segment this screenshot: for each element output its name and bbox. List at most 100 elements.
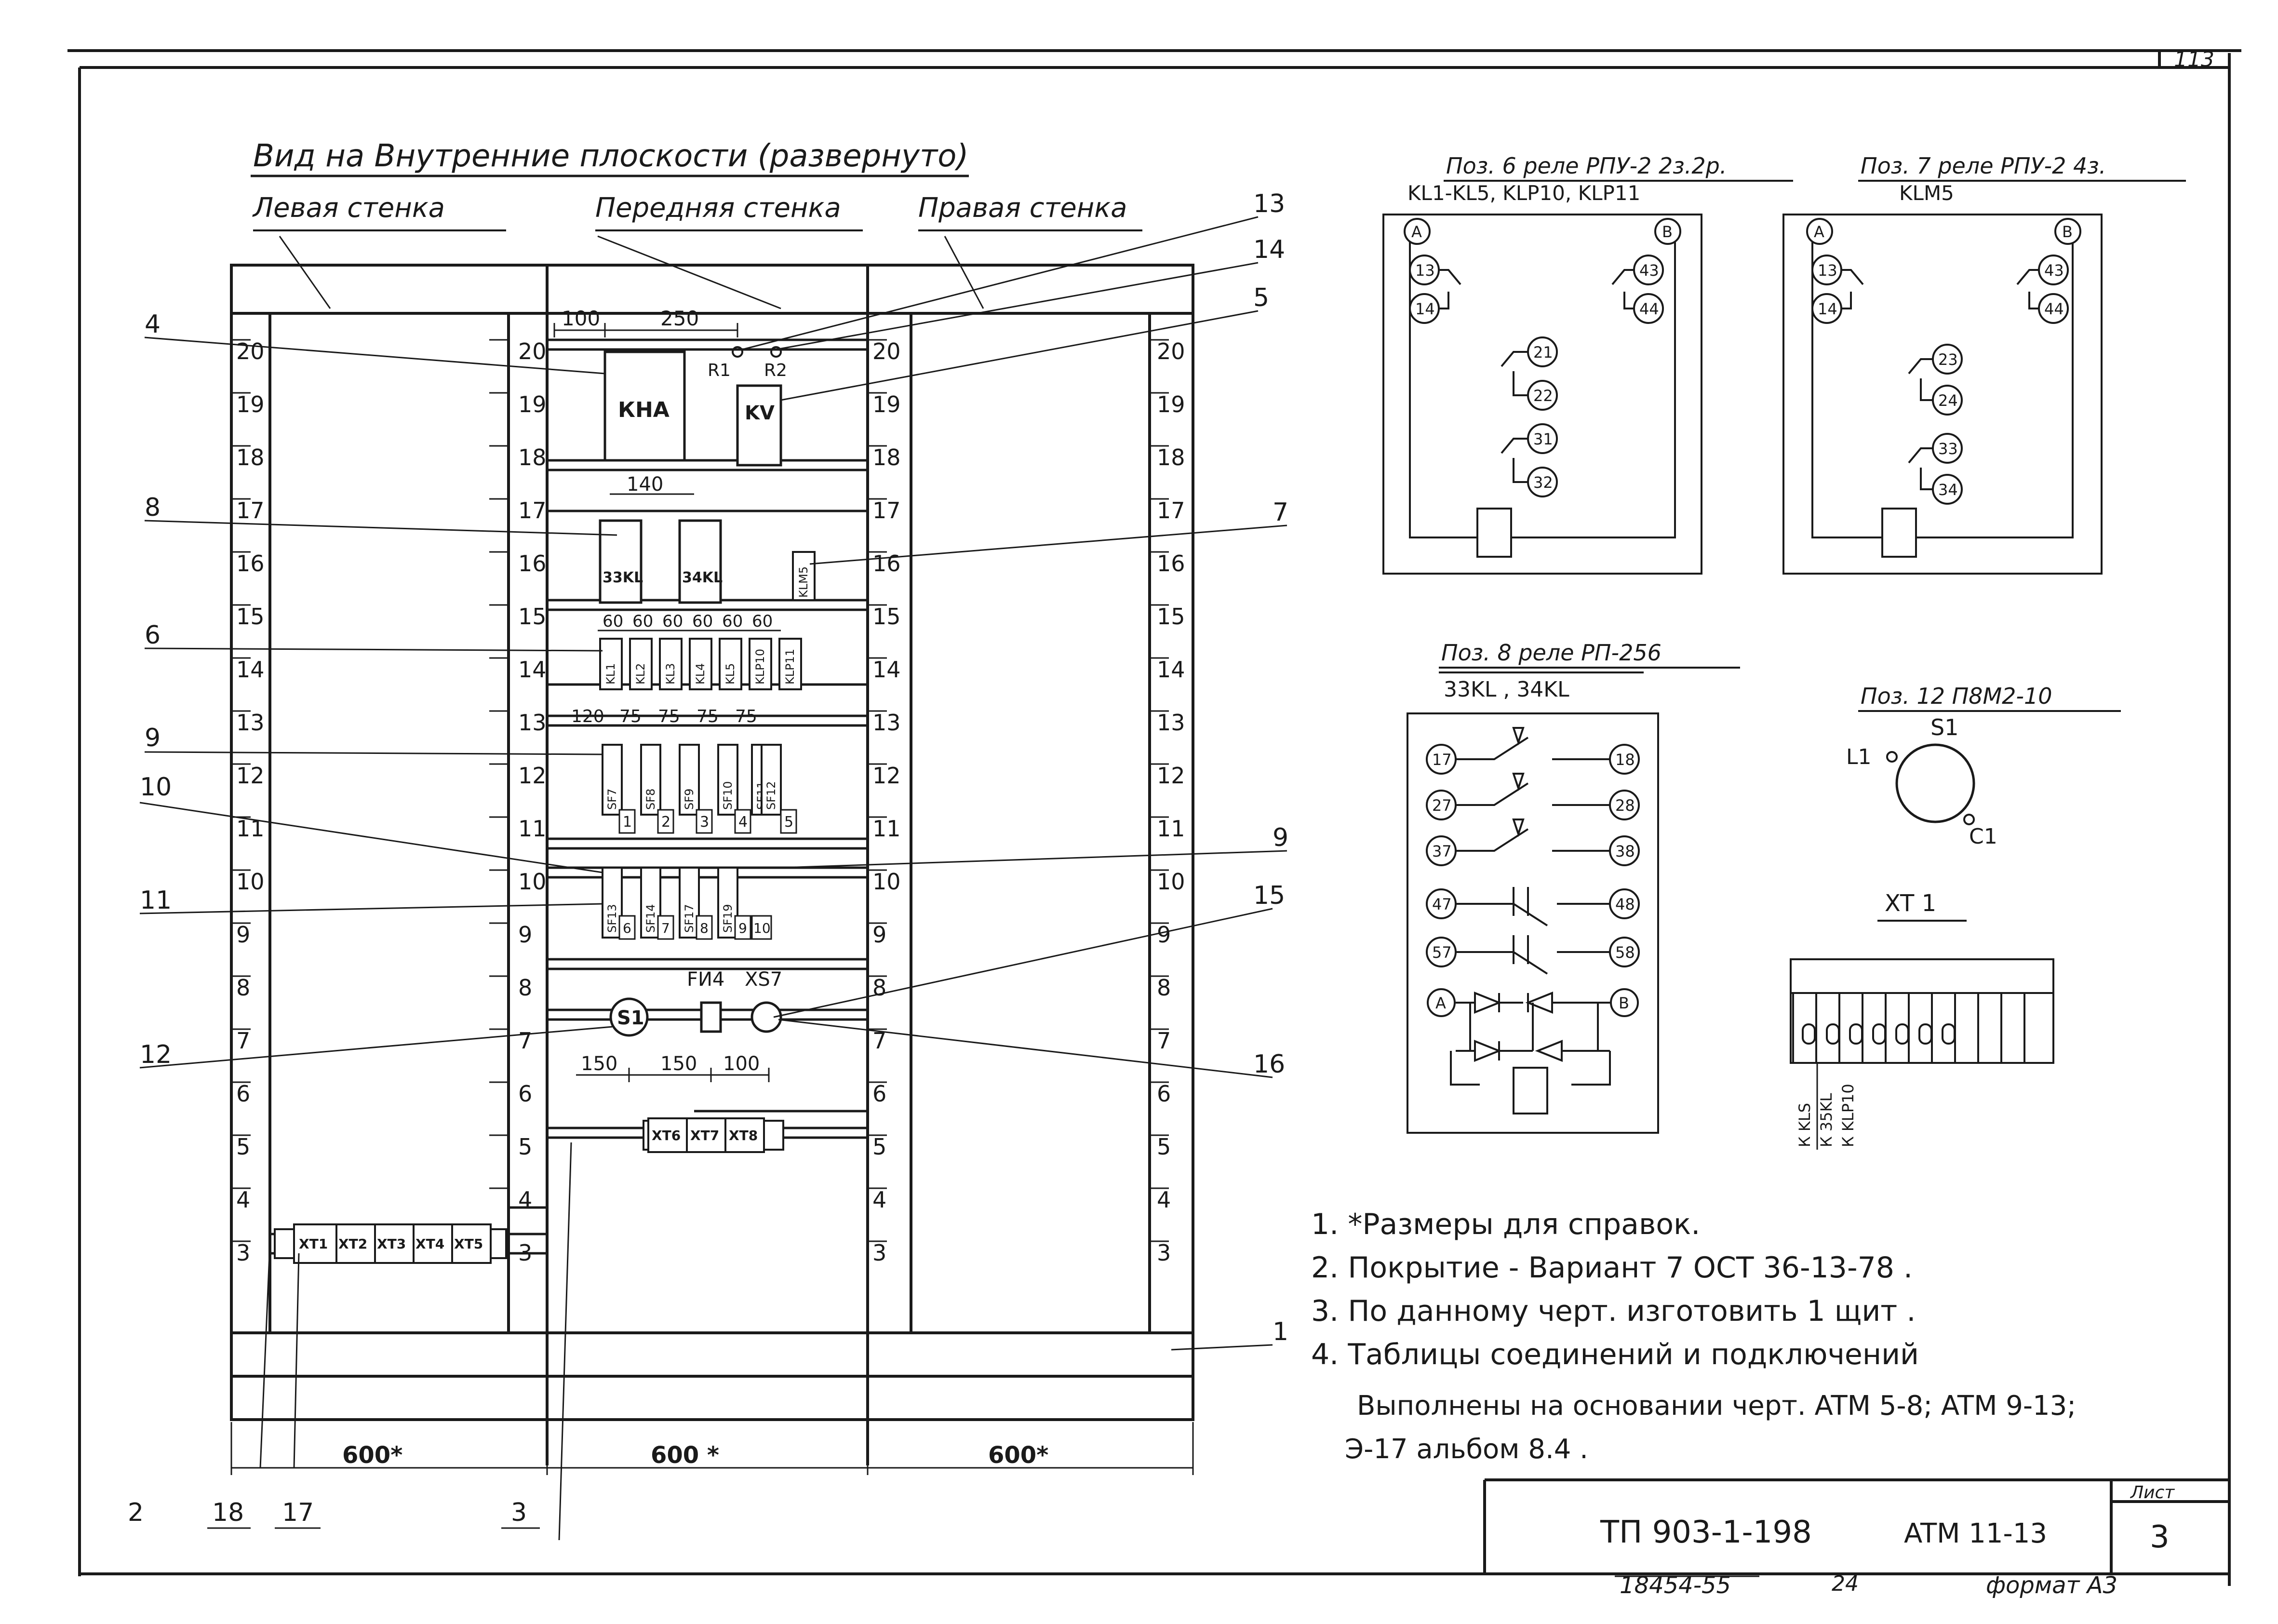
terminal-block-xt7 bbox=[686, 1117, 726, 1153]
terminal-number: 9 bbox=[738, 920, 747, 936]
relay-label: KLP10 bbox=[753, 649, 767, 684]
pos7-subtitle: KLM5 bbox=[1899, 181, 1954, 205]
terminal-block-xt6 bbox=[647, 1117, 688, 1153]
terminal-label: 13 bbox=[1818, 261, 1837, 280]
breaker-sf14: SF14 bbox=[640, 867, 661, 939]
rack-number: 11 bbox=[1157, 816, 1185, 842]
note-1: 1. *Размеры для справок. bbox=[1311, 1208, 1700, 1241]
terminal-label: 28 bbox=[1615, 796, 1635, 815]
pos8-terminals: 17 18 27 28 37 38 47 48 57 58 A B bbox=[1426, 744, 1640, 1017]
relay-kl3: KL3 bbox=[659, 638, 683, 690]
rack-number: 16 bbox=[236, 550, 265, 577]
dim-120: 120 bbox=[571, 707, 604, 726]
pos8-title: Поз. 8 реле РП-256 bbox=[1441, 640, 1662, 666]
terminal-a bbox=[1806, 218, 1833, 245]
rack-number: 15 bbox=[236, 604, 265, 630]
rack-number: 15 bbox=[518, 604, 547, 630]
callout-4: 4 bbox=[145, 310, 161, 339]
pos12-s1: S1 bbox=[1930, 714, 1958, 740]
kha-label: КНА bbox=[618, 398, 670, 422]
terminal-b bbox=[2054, 218, 2081, 245]
relay-row-kl: KL1 KL2 KL3 KL4 KL5 KLP10 KLP11 bbox=[599, 638, 802, 690]
callout-11: 11 bbox=[140, 886, 172, 915]
rack-number: 4 bbox=[1157, 1187, 1171, 1213]
wall-label-front: Передняя стенка bbox=[595, 192, 841, 224]
rack-number: 16 bbox=[518, 550, 547, 577]
rack-number: 20 bbox=[1157, 338, 1185, 364]
rack-number: 10 bbox=[236, 869, 265, 895]
terminal-label: 58 bbox=[1615, 943, 1635, 962]
breaker-sf13: SF13 bbox=[602, 867, 623, 939]
rack-number: 17 bbox=[1157, 497, 1185, 523]
callout-3: 3 bbox=[511, 1498, 527, 1527]
terminal-label: 14 bbox=[1415, 300, 1435, 318]
rack-number: 18 bbox=[518, 444, 547, 470]
relay-33kl: 33KL bbox=[599, 519, 643, 604]
rack-number: 8 bbox=[518, 975, 532, 1001]
terminal-label: A bbox=[1435, 994, 1446, 1012]
terminal-label: 44 bbox=[1639, 300, 1659, 318]
dim-75: 75 bbox=[735, 707, 757, 726]
title-block bbox=[1483, 1478, 2229, 1574]
rack-number: 13 bbox=[872, 710, 901, 736]
rack-number: 3 bbox=[872, 1240, 886, 1266]
rack-number: 6 bbox=[872, 1081, 886, 1107]
callout-15: 15 bbox=[1253, 881, 1285, 910]
terminal-number: 7 bbox=[661, 920, 670, 936]
terminal-b bbox=[1610, 988, 1639, 1017]
callout-9-left: 9 bbox=[145, 724, 161, 752]
pos6-relay-diagram bbox=[1382, 214, 1702, 575]
xt1-labels: К KLS К 35KL К KLP10 bbox=[1796, 1084, 1857, 1147]
pos12-title: Поз. 12 П8М2-10 bbox=[1861, 683, 2052, 709]
breaker-label: SF17 bbox=[683, 904, 696, 933]
breaker-sf19: SF19 bbox=[717, 867, 738, 939]
rack-number: 16 bbox=[1157, 550, 1185, 577]
relay-label: KL5 bbox=[724, 663, 737, 684]
xt1-label: К KLP10 bbox=[1839, 1084, 1857, 1147]
rack-number: 18 bbox=[872, 444, 901, 470]
breaker-row-bottom: SF13 SF14 SF17 SF19 bbox=[602, 867, 738, 939]
rack-number: 15 bbox=[1157, 604, 1185, 630]
title-block-sheet-code: ATM 11-13 bbox=[1904, 1518, 2047, 1549]
dim-75: 75 bbox=[697, 707, 719, 726]
callout-7: 7 bbox=[1273, 498, 1288, 527]
relay-label: KLP11 bbox=[783, 649, 797, 684]
format-label: формат А3 bbox=[1986, 1572, 2117, 1599]
callout-2: 2 bbox=[128, 1498, 144, 1527]
callout-8: 8 bbox=[145, 493, 161, 522]
breaker-row-top: SF7 SF8 SF9 SF10 SF11 SF12 bbox=[602, 744, 782, 816]
scale-ticks bbox=[231, 339, 1169, 1242]
terminal-box bbox=[696, 809, 713, 834]
terminal-number: 1 bbox=[623, 814, 632, 831]
relay-klm5: KLM5 bbox=[792, 551, 816, 601]
terminal-box bbox=[734, 915, 751, 940]
note-3: 3. По данному черт. изготовить 1 щит . bbox=[1311, 1294, 1916, 1328]
relay-klp11: KLP11 bbox=[778, 638, 802, 690]
rack-number: 7 bbox=[518, 1028, 532, 1054]
kv-label: KV bbox=[745, 402, 775, 424]
r2-mark bbox=[770, 346, 782, 358]
terminal-label: 38 bbox=[1615, 842, 1635, 860]
pos7-title: Поз. 7 реле РПУ-2 4з. bbox=[1861, 153, 2106, 179]
terminal-label: A bbox=[1411, 223, 1422, 241]
terminal-label: 21 bbox=[1533, 343, 1553, 362]
relay-kl4: KL4 bbox=[689, 638, 712, 690]
kv-relay: KV bbox=[736, 384, 782, 467]
terminal-number: 3 bbox=[700, 814, 709, 831]
terminal-box bbox=[657, 809, 674, 834]
rack-number: 14 bbox=[236, 657, 265, 683]
relay-34kl-label: 34KL bbox=[682, 569, 723, 586]
rack-number: 12 bbox=[236, 763, 265, 789]
terminal-label: 13 bbox=[1415, 261, 1435, 280]
rack-number: 5 bbox=[1157, 1134, 1171, 1160]
rack-number: 3 bbox=[1157, 1240, 1171, 1266]
r1-mark bbox=[732, 346, 743, 358]
terminal-box bbox=[657, 915, 674, 940]
dim-60: 60 bbox=[632, 612, 653, 631]
terminal-box bbox=[618, 809, 636, 834]
relay-label: KL3 bbox=[664, 663, 677, 684]
dim-top bbox=[553, 323, 738, 337]
cabinet-outline bbox=[230, 264, 1194, 1465]
xt1-label: К 35KL bbox=[1817, 1093, 1836, 1147]
pos7-relay-diagram bbox=[1782, 214, 2103, 575]
